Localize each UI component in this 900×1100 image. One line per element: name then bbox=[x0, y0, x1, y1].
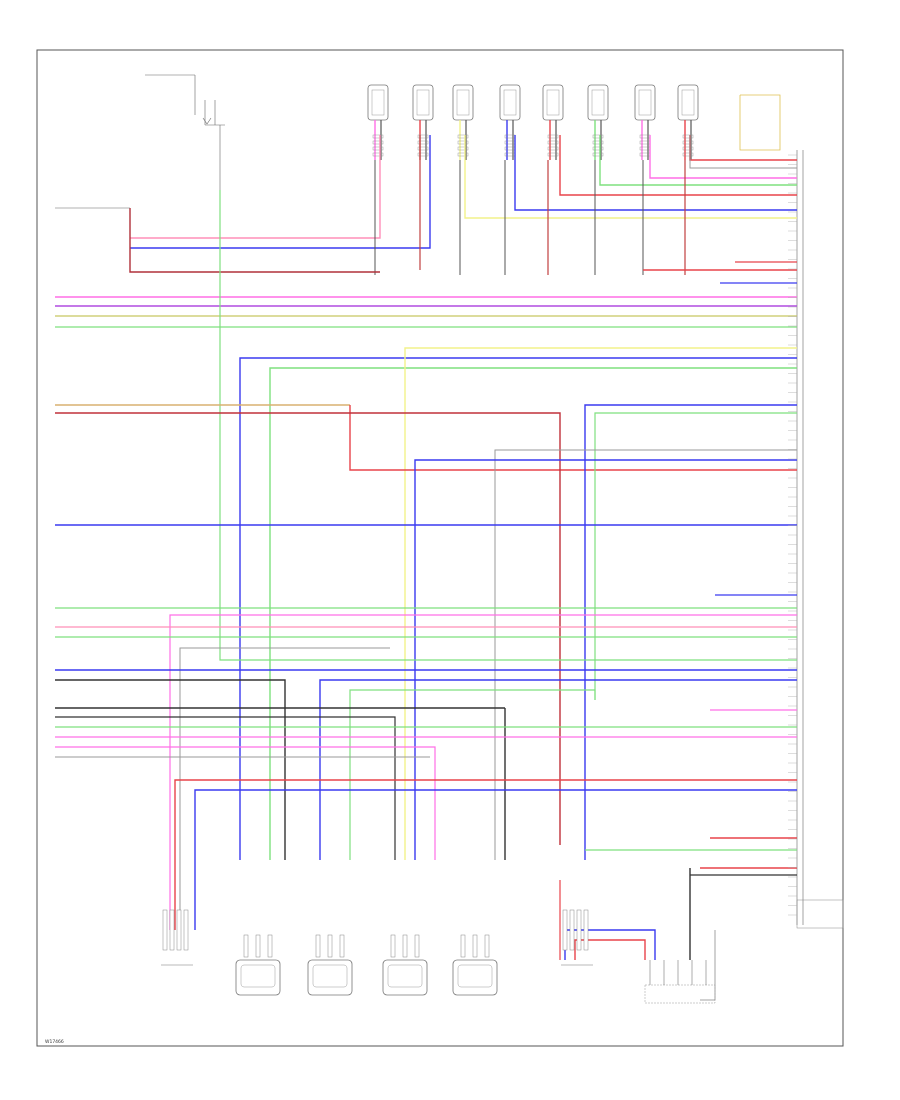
component-c4 bbox=[382, 934, 428, 996]
component-c1 bbox=[161, 909, 193, 966]
top-sensor-s4 bbox=[499, 84, 521, 160]
component-c5 bbox=[452, 934, 498, 996]
top-sensor-s6 bbox=[587, 84, 609, 160]
wire-harness bbox=[55, 94, 797, 1001]
ecm-connector-strip bbox=[796, 150, 844, 929]
ecm-pin-ticks bbox=[788, 154, 797, 916]
component-c6 bbox=[561, 909, 593, 966]
component-c7 bbox=[644, 960, 716, 1004]
top-sensor-s7 bbox=[634, 84, 656, 160]
top-sensor-s5 bbox=[542, 84, 564, 160]
top-sensor-s8 bbox=[677, 84, 699, 160]
bottom-components bbox=[161, 909, 716, 1004]
top-sensors bbox=[367, 84, 699, 160]
top-left-relay-block bbox=[145, 74, 225, 190]
top-sensor-s1 bbox=[367, 84, 389, 160]
component-c2 bbox=[235, 934, 281, 996]
top-sensor-s3 bbox=[452, 84, 474, 160]
component-c3 bbox=[307, 934, 353, 996]
footer-code: W17466 bbox=[45, 1039, 64, 1045]
diagram-border bbox=[36, 49, 844, 1047]
